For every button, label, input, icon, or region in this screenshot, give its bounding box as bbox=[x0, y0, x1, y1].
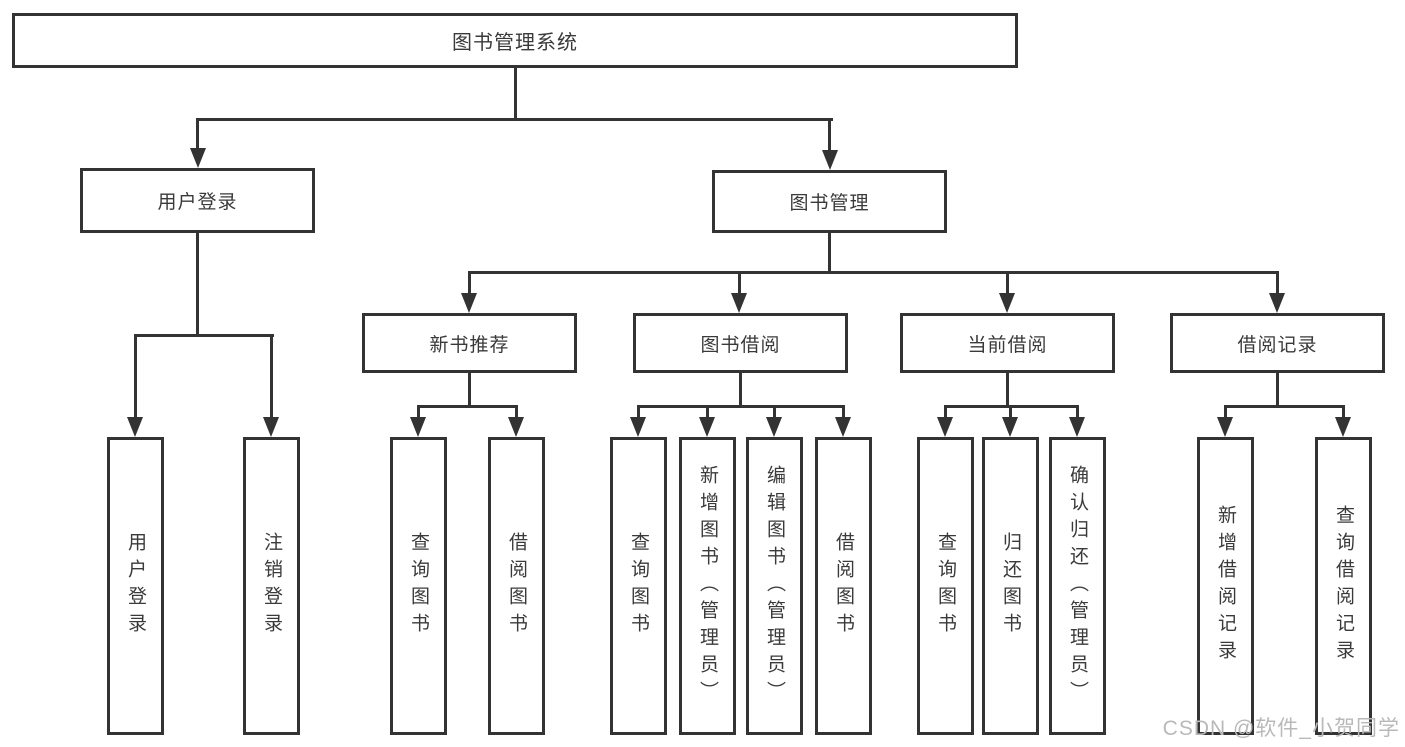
connector-line bbox=[514, 65, 517, 121]
arrowhead-down-icon bbox=[508, 417, 524, 437]
node-leaf-borrowing-borrow-book: 借阅图书 bbox=[815, 437, 872, 735]
csdn-watermark: CSDN @软件_小贺同学 bbox=[1162, 717, 1400, 740]
connector-line bbox=[196, 118, 833, 121]
connector-line bbox=[468, 271, 471, 294]
connector-line bbox=[637, 405, 845, 408]
arrowhead-down-icon bbox=[999, 293, 1015, 313]
arrowhead-down-icon bbox=[190, 148, 206, 168]
connector-line bbox=[1076, 405, 1079, 418]
arrowhead-down-icon bbox=[822, 150, 838, 170]
node-leaf-borrowing-edit-book-admin: 编辑图书（管理员） bbox=[746, 437, 803, 735]
node-borrowing-records-label: 借阅记录 bbox=[1237, 334, 1318, 356]
connector-line bbox=[196, 118, 199, 150]
node-borrowing-records: 借阅记录 bbox=[1170, 313, 1385, 373]
arrowhead-down-icon bbox=[127, 417, 143, 437]
arrowhead-down-icon bbox=[1069, 417, 1085, 437]
node-leaf-logout: 注销登录 bbox=[243, 437, 300, 735]
node-leaf-borrowing-query-book: 查询图书 bbox=[610, 437, 667, 735]
connector-line bbox=[134, 334, 274, 337]
node-book-borrowing-label: 图书借阅 bbox=[700, 334, 781, 356]
node-root-label: 图书管理系统 bbox=[452, 32, 578, 54]
connector-line bbox=[944, 405, 947, 418]
arrowhead-down-icon bbox=[1002, 417, 1018, 437]
node-leaf-borrowing-add-book-admin: 新增图书（管理员） bbox=[679, 437, 736, 735]
connector-line bbox=[842, 405, 845, 418]
node-leaf-records-query-borrow-record: 查询借阅记录 bbox=[1315, 437, 1372, 735]
node-leaf-user-login: 用户登录 bbox=[107, 437, 164, 735]
node-leaf-recommend-borrow-book-label: 借阅图书 bbox=[506, 532, 527, 640]
connector-line bbox=[1224, 405, 1227, 418]
arrowhead-down-icon bbox=[766, 417, 782, 437]
node-leaf-borrowing-add-book-admin-label: 新增图书（管理员） bbox=[697, 464, 718, 708]
connector-line bbox=[1276, 271, 1279, 294]
connector-line bbox=[468, 373, 471, 408]
node-book-management-label: 图书管理 bbox=[789, 193, 870, 214]
node-book-borrowing: 图书借阅 bbox=[633, 313, 848, 373]
arrowhead-down-icon bbox=[1335, 417, 1351, 437]
node-leaf-current-query-book-label: 查询图书 bbox=[935, 532, 956, 640]
node-leaf-current-return-book: 归还图书 bbox=[982, 437, 1039, 735]
arrowhead-down-icon bbox=[699, 417, 715, 437]
node-leaf-current-confirm-return-admin: 确认归还（管理员） bbox=[1049, 437, 1106, 735]
connector-line bbox=[773, 405, 776, 418]
connector-line bbox=[1276, 373, 1279, 408]
node-current-borrowing-label: 当前借阅 bbox=[967, 334, 1048, 356]
arrowhead-down-icon bbox=[461, 293, 477, 313]
node-leaf-borrowing-query-book-label: 查询图书 bbox=[628, 532, 649, 640]
node-leaf-current-confirm-return-admin-label: 确认归还（管理员） bbox=[1067, 464, 1088, 708]
node-current-borrowing: 当前借阅 bbox=[900, 313, 1115, 373]
connector-line bbox=[828, 233, 831, 274]
connector-line bbox=[417, 405, 518, 408]
node-user-login: 用户登录 bbox=[80, 168, 315, 233]
node-leaf-recommend-query-book-label: 查询图书 bbox=[408, 532, 429, 640]
node-leaf-recommend-query-book: 查询图书 bbox=[390, 437, 447, 735]
connector-line bbox=[1009, 405, 1012, 418]
connector-line bbox=[515, 405, 518, 418]
connector-line bbox=[1224, 405, 1345, 408]
arrowhead-down-icon bbox=[630, 417, 646, 437]
connector-line bbox=[1006, 271, 1009, 294]
connector-line bbox=[637, 405, 640, 418]
node-leaf-current-query-book: 查询图书 bbox=[917, 437, 974, 735]
node-leaf-current-return-book-label: 归还图书 bbox=[1000, 532, 1021, 640]
node-leaf-recommend-borrow-book: 借阅图书 bbox=[488, 437, 545, 735]
node-new-book-recommendation: 新书推荐 bbox=[362, 313, 577, 373]
node-leaf-user-login-label: 用户登录 bbox=[125, 532, 146, 640]
node-leaf-records-query-borrow-record-label: 查询借阅记录 bbox=[1333, 505, 1354, 667]
node-root: 图书管理系统 bbox=[12, 13, 1018, 68]
connector-line bbox=[828, 118, 831, 152]
connector-line bbox=[134, 334, 137, 418]
arrowhead-down-icon bbox=[263, 417, 279, 437]
connector-line bbox=[1342, 405, 1345, 418]
connector-line bbox=[417, 405, 420, 418]
connector-line bbox=[196, 233, 199, 337]
node-leaf-records-add-borrow-record: 新增借阅记录 bbox=[1197, 437, 1254, 735]
arrowhead-down-icon bbox=[731, 293, 747, 313]
connector-line bbox=[738, 271, 741, 294]
arrowhead-down-icon bbox=[835, 417, 851, 437]
connector-line bbox=[270, 334, 273, 418]
connector-line bbox=[468, 271, 1279, 274]
arrowhead-down-icon bbox=[1217, 417, 1233, 437]
node-leaf-records-add-borrow-record-label: 新增借阅记录 bbox=[1215, 505, 1236, 667]
node-leaf-logout-label: 注销登录 bbox=[261, 532, 282, 640]
node-leaf-borrowing-borrow-book-label: 借阅图书 bbox=[833, 532, 854, 640]
connector-line bbox=[739, 373, 742, 408]
node-new-book-recommendation-label: 新书推荐 bbox=[429, 334, 510, 356]
node-user-login-label: 用户登录 bbox=[157, 192, 238, 213]
node-leaf-borrowing-edit-book-admin-label: 编辑图书（管理员） bbox=[764, 464, 785, 708]
connector-line bbox=[706, 405, 709, 418]
arrowhead-down-icon bbox=[937, 417, 953, 437]
arrowhead-down-icon bbox=[1269, 293, 1285, 313]
node-book-management: 图书管理 bbox=[712, 170, 947, 233]
connector-line bbox=[1006, 373, 1009, 408]
arrowhead-down-icon bbox=[410, 417, 426, 437]
